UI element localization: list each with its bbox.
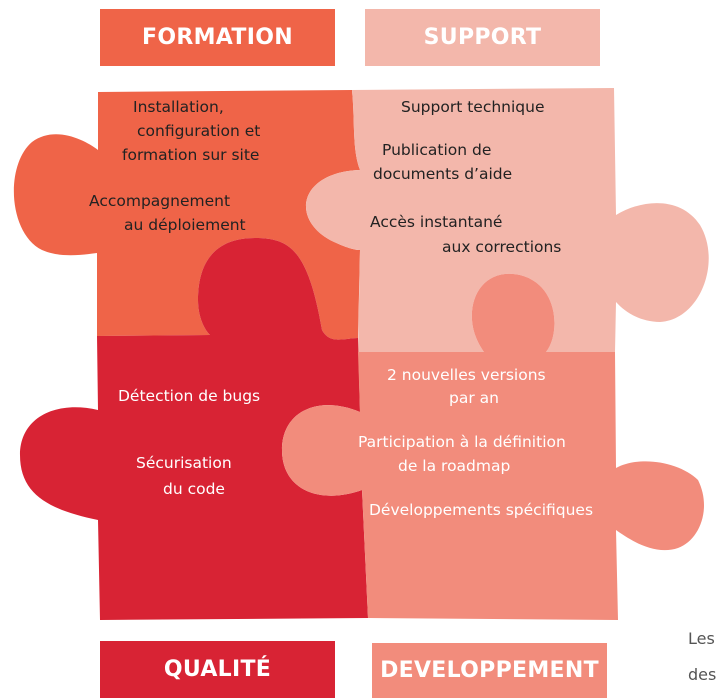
support-piece xyxy=(306,88,709,352)
support-line-1: Support technique xyxy=(401,98,545,116)
qualite-line-2: Sécurisation xyxy=(136,454,232,472)
formation-line-2: configuration et xyxy=(137,122,261,140)
formation-banner: FORMATION xyxy=(100,9,335,66)
formation-line-1: Installation, xyxy=(133,98,224,116)
formation-line-4: Accompagnement xyxy=(89,192,231,210)
formation-line-5: au déploiement xyxy=(124,216,246,234)
developpement-line-3: Participation à la définition xyxy=(358,433,566,451)
formation-piece xyxy=(13,90,361,340)
support-banner: SUPPORT xyxy=(365,9,600,66)
qualite-banner: QUALITÉ xyxy=(100,641,335,698)
footer-text-line-2: des xyxy=(688,665,717,684)
developpement-line-5: Développements spécifiques xyxy=(369,501,594,519)
qualite-line-3: du code xyxy=(163,480,225,498)
support-line-4: Accès instantané xyxy=(370,213,503,231)
developpement-line-1: 2 nouvelles versions xyxy=(387,366,546,384)
footer-text-line-1: Les xyxy=(688,629,715,648)
developpement-piece xyxy=(282,273,705,620)
developpement-line-2: par an xyxy=(449,389,499,407)
support-line-2: Publication de xyxy=(382,141,492,159)
support-line-3: documents d’aide xyxy=(373,165,513,183)
developpement-line-4: de la roadmap xyxy=(398,457,511,475)
qualite-line-1: Détection de bugs xyxy=(118,387,261,405)
support-line-5: aux corrections xyxy=(442,238,562,256)
developpement-banner: DEVELOPPEMENT xyxy=(372,643,607,698)
qualite-piece xyxy=(20,238,368,620)
formation-line-3: formation sur site xyxy=(122,146,260,164)
